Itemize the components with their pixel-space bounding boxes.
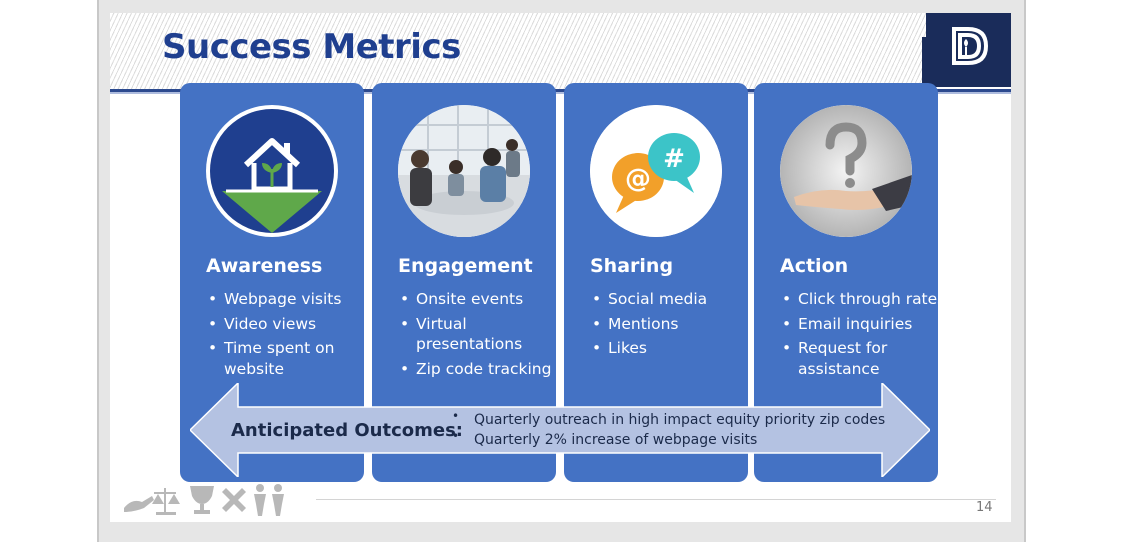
speech-bubbles-icon: @ #: [590, 105, 722, 237]
list-item: Social media: [590, 289, 758, 310]
list-item: Email inquiries: [780, 314, 948, 335]
list-item: Virtual presentations: [398, 314, 566, 355]
card-sharing: @ # Sharing Social media Mentions Likes: [564, 83, 748, 482]
awareness-list: Webpage visits Video views Time spent on…: [206, 289, 374, 383]
list-item: Webpage visits: [206, 289, 374, 310]
card-title-engagement: Engagement: [398, 255, 533, 277]
sharing-list: Social media Mentions Likes: [590, 289, 758, 363]
outcomes-label: Anticipated Outcomes:: [231, 420, 463, 441]
question-mark-hand-photo: [780, 105, 912, 237]
engagement-list: Onsite events Virtual presentations Zip …: [398, 289, 566, 383]
list-item: Request for assistance: [780, 338, 948, 379]
list-item: Likes: [590, 338, 758, 359]
list-item: Video views: [206, 314, 374, 335]
outcomes-list: Quarterly outreach in high impact equity…: [450, 406, 885, 450]
slide: Success Metrics: [110, 13, 1011, 522]
card-title-sharing: Sharing: [590, 255, 674, 277]
list-item: Click through rates: [780, 289, 948, 310]
footer-divider: [316, 499, 996, 500]
department-logo-svg: [952, 27, 989, 65]
equity-symbols-icon: [124, 484, 284, 516]
speech-bubbles-svg: @ #: [590, 105, 722, 237]
header-band: [110, 13, 930, 89]
list-item: Zip code tracking: [398, 359, 566, 380]
card-title-awareness: Awareness: [206, 255, 323, 277]
house-sprout-icon: [206, 105, 338, 237]
logo-slant: [922, 37, 926, 87]
hash-symbol: #: [663, 144, 685, 174]
meeting-photo: [398, 105, 530, 237]
outcome-item: Quarterly 2% increase of webpage visits: [450, 426, 885, 450]
list-item: Onsite events: [398, 289, 566, 310]
list-item: Time spent on website: [206, 338, 374, 379]
header-divider-light: [110, 92, 1011, 94]
action-list: Click through rates Email inquiries Requ…: [780, 289, 948, 383]
list-item: Mentions: [590, 314, 758, 335]
department-logo-icon: [926, 13, 1011, 87]
question-hand-svg: [780, 105, 912, 237]
page-number: 14: [976, 500, 993, 515]
card-title-action: Action: [780, 255, 849, 277]
outcome-item: Quarterly outreach in high impact equity…: [450, 406, 885, 430]
header-divider: [110, 89, 1011, 92]
slide-title: Success Metrics: [162, 27, 461, 67]
house-sprout-svg: [210, 109, 334, 233]
meeting-photo-svg: [398, 105, 530, 237]
at-symbol: @: [625, 164, 651, 194]
